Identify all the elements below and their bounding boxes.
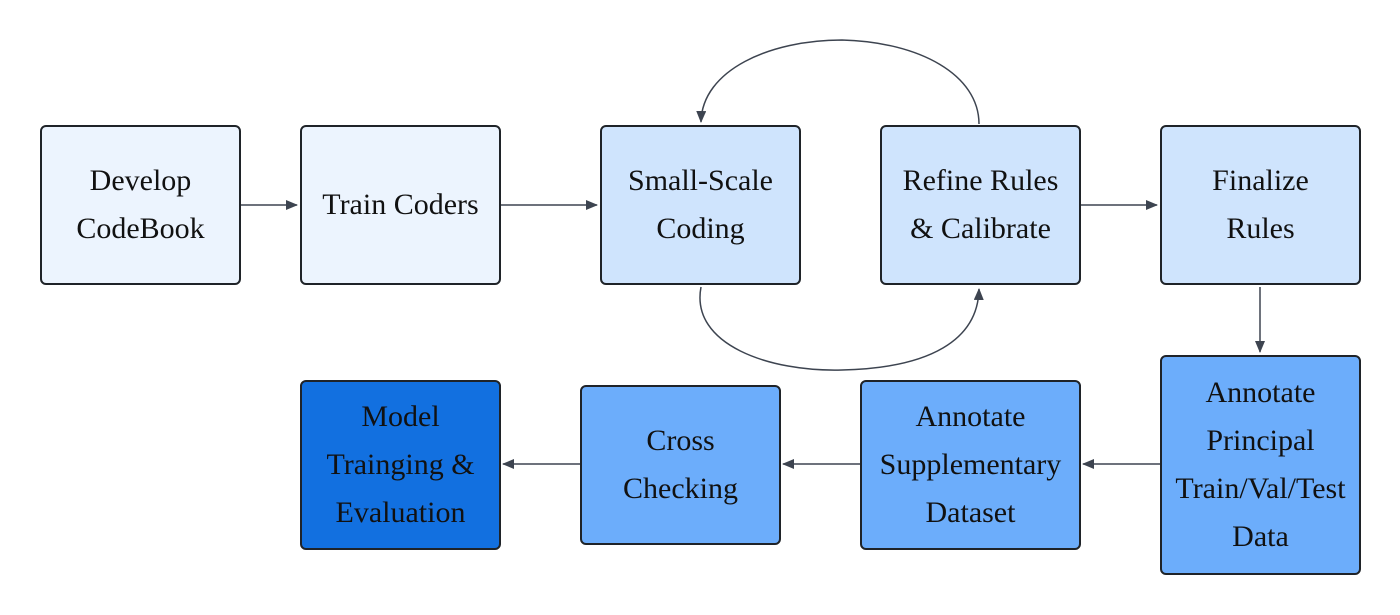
develop-codebook-box: Develop CodeBook [40, 125, 241, 285]
annotate-principal-box: Annotate Principal Train/Val/Test Data [1160, 355, 1361, 575]
annotate-principal-label: Annotate Principal Train/Val/Test Data [1175, 376, 1346, 553]
refine-rules-label: Refine Rules & Calibrate [902, 164, 1059, 245]
refine-rules-box: Refine Rules & Calibrate [880, 125, 1081, 285]
small-scale-coding-label: Small-Scale Coding [628, 164, 773, 245]
train-coders-box: Train Coders [300, 125, 501, 285]
annotate-supplementary-label: Annotate Supplementary Dataset [879, 400, 1062, 529]
finalize-rules-label: Finalize Rules [1212, 164, 1309, 245]
edge-refine-to-small-scale [696, 39, 980, 125]
annotate-supplementary-box: Annotate Supplementary Dataset [860, 380, 1081, 550]
small-scale-coding-box: Small-Scale Coding [600, 125, 801, 285]
model-training-box: Model Trainging & Evaluation [300, 380, 501, 550]
cross-checking-label: Cross Checking [623, 424, 738, 505]
finalize-rules-box: Finalize Rules [1160, 125, 1361, 285]
train-coders-label: Train Coders [322, 188, 479, 221]
model-training-label: Model Trainging & Evaluation [326, 400, 475, 529]
develop-codebook-label: Develop CodeBook [76, 164, 205, 245]
edge-small-scale-to-refine [699, 286, 984, 371]
cross-checking-box: Cross Checking [580, 385, 781, 545]
